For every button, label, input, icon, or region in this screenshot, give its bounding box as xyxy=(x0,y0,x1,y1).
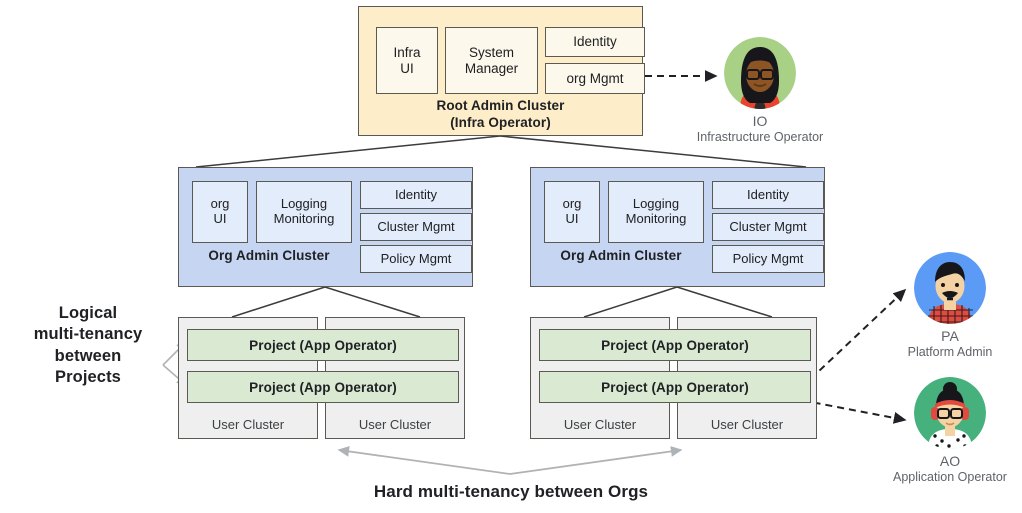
persona-role: Platform Admin xyxy=(907,345,993,359)
component-label: Identity xyxy=(395,186,437,202)
root-title-line2: (Infra Operator) xyxy=(450,115,551,131)
component-policy-mgmt[interactable]: Policy Mgmt xyxy=(712,245,824,273)
root-admin-cluster-title: Root Admin Cluster (Infra Operator) xyxy=(359,97,642,132)
org-admin-cluster-title: Org Admin Cluster xyxy=(208,248,330,263)
persona-infrastructure-operator: IO Infrastructure Operator xyxy=(685,37,835,144)
project-left-2[interactable]: Project (App Operator) xyxy=(187,371,459,403)
component-label: Policy Mgmt xyxy=(380,250,452,266)
wire-hard-multitenancy xyxy=(337,446,683,475)
wire-org-left-to-user-clusters xyxy=(231,286,421,318)
persona-role: Infrastructure Operator xyxy=(696,130,824,144)
component-label: Cluster Mgmt xyxy=(377,218,455,234)
hard-multitenancy-caption: Hard multi-tenancy between Orgs xyxy=(373,482,649,501)
component-label: Cluster Mgmt xyxy=(729,218,807,234)
persona-platform-admin: PA Platform Admin xyxy=(875,252,1022,359)
project-label: Project (App Operator) xyxy=(249,337,397,353)
root-title-line1: Root Admin Cluster xyxy=(436,98,565,113)
persona-initials: AO xyxy=(939,453,961,469)
project-right-2[interactable]: Project (App Operator) xyxy=(539,371,811,403)
component-label: org Mgmt xyxy=(566,70,624,86)
component-policy-mgmt[interactable]: Policy Mgmt xyxy=(360,245,472,273)
persona-application-operator: AO Application Operator xyxy=(875,377,1022,484)
user-cluster-label: User Cluster xyxy=(211,417,285,432)
org-admin-cluster-title: Org Admin Cluster xyxy=(560,248,682,263)
component-cluster-mgmt[interactable]: Cluster Mgmt xyxy=(360,213,472,241)
project-label: Project (App Operator) xyxy=(601,379,749,395)
user-cluster-label: User Cluster xyxy=(710,417,784,432)
component-identity[interactable]: Identity xyxy=(545,27,645,57)
project-right-1[interactable]: Project (App Operator) xyxy=(539,329,811,361)
project-left-1[interactable]: Project (App Operator) xyxy=(187,329,459,361)
component-org-mgmt[interactable]: org Mgmt xyxy=(545,63,645,94)
component-label: Identity xyxy=(573,34,617,50)
project-label: Project (App Operator) xyxy=(601,337,749,353)
component-identity[interactable]: Identity xyxy=(360,181,472,209)
avatar-platform-admin xyxy=(914,252,986,324)
component-cluster-mgmt[interactable]: Cluster Mgmt xyxy=(712,213,824,241)
avatar-infrastructure-operator xyxy=(724,37,796,109)
project-label: Project (App Operator) xyxy=(249,379,397,395)
user-cluster-label: User Cluster xyxy=(563,417,637,432)
avatar-application-operator xyxy=(914,377,986,449)
wire-org-right-to-user-clusters xyxy=(583,286,773,318)
persona-initials: IO xyxy=(752,113,768,129)
persona-initials: PA xyxy=(941,328,959,344)
component-label: Policy Mgmt xyxy=(732,250,804,266)
component-identity[interactable]: Identity xyxy=(712,181,824,209)
persona-role: Application Operator xyxy=(893,470,1007,484)
user-cluster-label: User Cluster xyxy=(358,417,432,432)
component-label: Identity xyxy=(747,186,789,202)
